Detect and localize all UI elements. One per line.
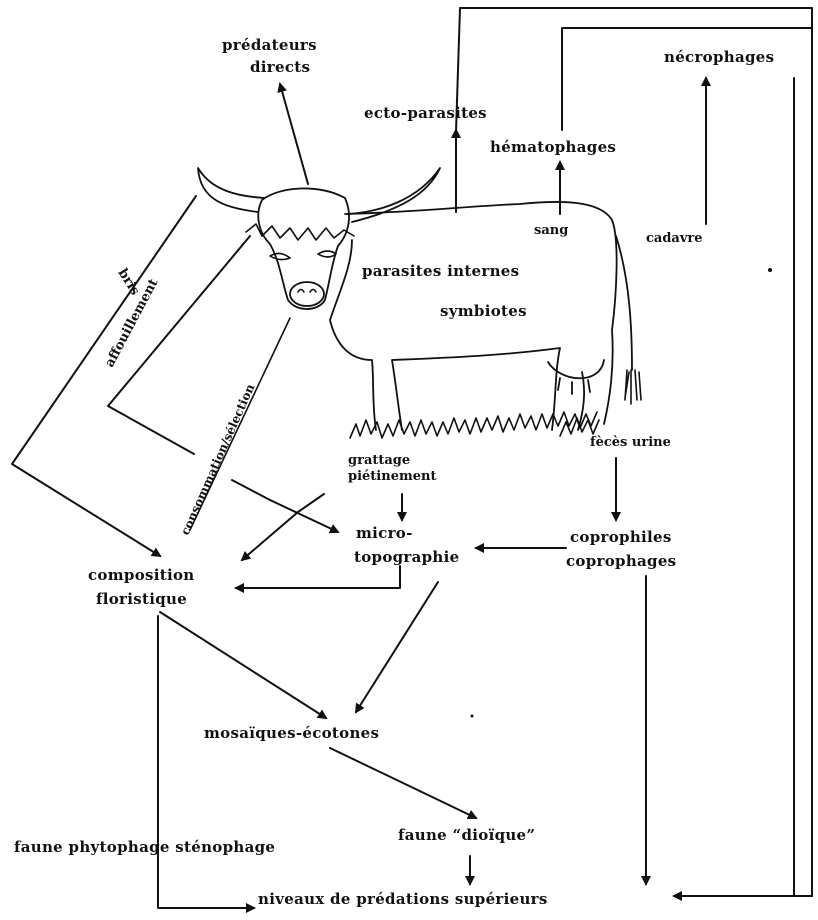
label-consommation-selection: consommation/sélection bbox=[178, 382, 258, 538]
cow-right-eye bbox=[318, 251, 336, 257]
cow-left-eye bbox=[270, 253, 290, 259]
label-symbiotes: symbiotes bbox=[440, 302, 527, 320]
label-parasites-internes: parasites internes bbox=[362, 262, 519, 280]
label-ecto-parasites: ecto-parasites bbox=[364, 104, 487, 122]
label-coprophiles: coprophiles bbox=[570, 528, 672, 546]
label-necrophages: nécrophages bbox=[664, 48, 774, 66]
label-cadavre: cadavre bbox=[646, 231, 703, 246]
arrow-micro-to-mosaiques bbox=[356, 582, 438, 712]
cow-nostrils bbox=[298, 290, 316, 293]
label-sang: sang bbox=[534, 223, 568, 238]
label-coprophages: coprophages bbox=[566, 552, 676, 570]
arrow-compo-to-mosaiques bbox=[160, 612, 326, 718]
label-faune-dioique: faune “dioïque” bbox=[398, 826, 535, 844]
cow-tail bbox=[616, 236, 632, 370]
cow-illustration bbox=[198, 168, 641, 438]
cow-muzzle bbox=[290, 282, 324, 306]
label-hematophages: hématophages bbox=[490, 138, 616, 156]
scan-speck-2 bbox=[471, 715, 474, 718]
arrow-to-predateurs bbox=[280, 84, 308, 184]
line-grattage-to-compo bbox=[242, 494, 324, 560]
label-grattage: grattage bbox=[348, 453, 410, 468]
label-mosaiques-ecotones: mosaïques-écotones bbox=[204, 724, 379, 742]
label-topographie: topographie bbox=[354, 548, 459, 566]
loop-hemato-to-niveaux bbox=[562, 28, 812, 130]
line-bris bbox=[12, 196, 196, 556]
label-feces-urine: fècès urine bbox=[590, 435, 671, 450]
labels: prédateurs directs ecto-parasites hémato… bbox=[14, 36, 774, 908]
label-micro: micro- bbox=[356, 524, 413, 542]
label-bris: bris bbox=[115, 266, 143, 298]
label-niveaux-predations: niveaux de prédations supérieurs bbox=[258, 890, 548, 908]
left-horn bbox=[198, 168, 265, 212]
label-predateurs: prédateurs bbox=[222, 36, 317, 54]
label-pietinement: piétinement bbox=[348, 469, 436, 484]
arrow-mosaiques-to-dioique bbox=[330, 748, 476, 818]
label-floristique: floristique bbox=[96, 590, 187, 608]
label-directs: directs bbox=[250, 58, 310, 76]
arrow-compo-to-niveaux bbox=[158, 616, 254, 908]
label-faune-phytophage: faune phytophage sténophage bbox=[14, 838, 275, 856]
scan-speck bbox=[768, 268, 772, 272]
connectors bbox=[12, 8, 812, 908]
label-composition: composition bbox=[88, 566, 194, 584]
cow-tail-tuft bbox=[625, 370, 641, 404]
arrow-micro-to-compo bbox=[236, 566, 400, 588]
